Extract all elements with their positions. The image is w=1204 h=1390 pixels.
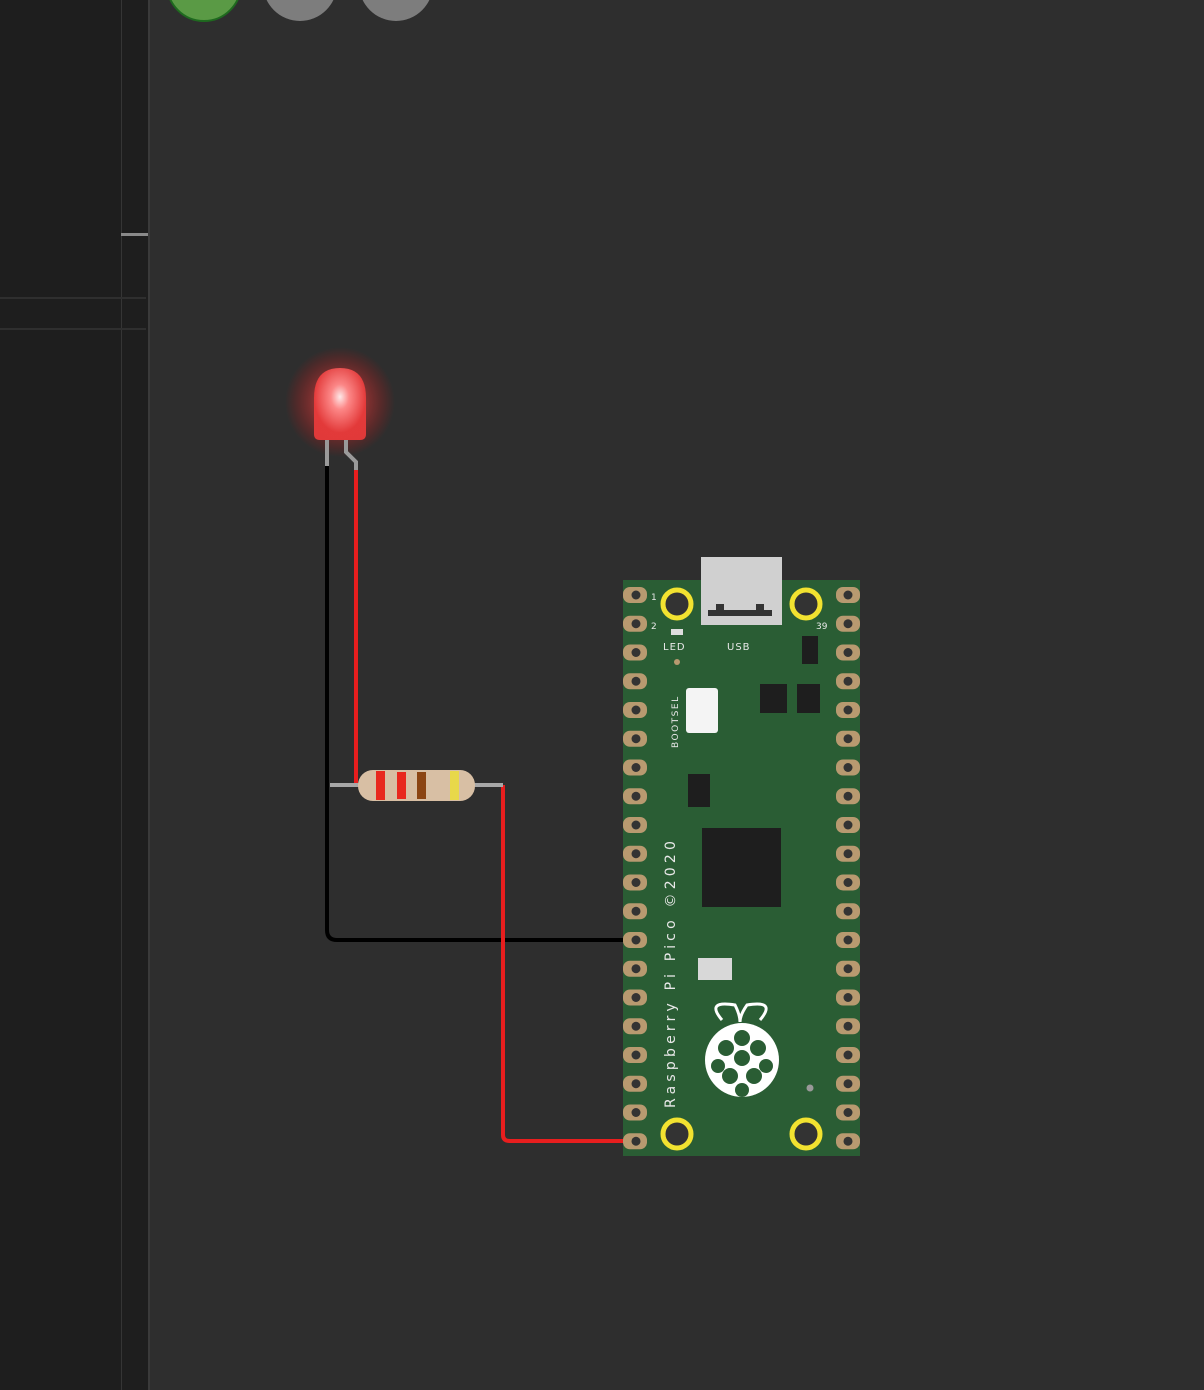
pin-hole bbox=[631, 619, 641, 629]
pin-hole bbox=[843, 878, 853, 887]
wire-red[interactable] bbox=[330, 470, 642, 1143]
pin-hole bbox=[843, 676, 853, 686]
resistor[interactable] bbox=[330, 770, 503, 801]
board-silk-text: Raspberry Pi Pico ©2020 bbox=[663, 837, 679, 1108]
pin-hole bbox=[631, 820, 641, 830]
pin-hole bbox=[843, 590, 853, 600]
bootsel-button[interactable] bbox=[686, 688, 718, 733]
divider bbox=[0, 297, 146, 299]
left-panel bbox=[0, 0, 150, 1390]
pin-hole bbox=[631, 734, 641, 744]
pin-hole bbox=[631, 1050, 641, 1060]
run-button[interactable] bbox=[167, 0, 241, 22]
pin-hole bbox=[631, 849, 641, 859]
raspberry-pi-logo bbox=[705, 1002, 779, 1097]
pin-hole bbox=[843, 1079, 853, 1089]
pin-hole bbox=[843, 1108, 853, 1117]
pin-2-label: 2 bbox=[651, 622, 657, 632]
pin-hole bbox=[843, 849, 853, 859]
pin-hole bbox=[631, 763, 641, 772]
raspberry-pi-pico[interactable]: 1 2 39 LED USB BOOTSEL Raspberry Pi Pico… bbox=[623, 557, 860, 1156]
onboard-led bbox=[671, 629, 683, 635]
rp2040-chip bbox=[702, 828, 781, 907]
pin-hole bbox=[631, 1136, 641, 1146]
pin-hole bbox=[631, 935, 641, 945]
pin-hole bbox=[843, 705, 853, 715]
led-label: LED bbox=[663, 642, 686, 653]
pin-hole bbox=[843, 648, 853, 657]
led[interactable] bbox=[285, 347, 395, 470]
pin-hole bbox=[843, 993, 853, 1002]
pin-hole bbox=[843, 791, 853, 801]
pin-hole bbox=[843, 820, 853, 830]
pin-hole bbox=[631, 993, 641, 1002]
pin-hole bbox=[843, 935, 853, 945]
control-button[interactable] bbox=[263, 0, 337, 21]
pin-hole bbox=[631, 590, 641, 600]
pin-hole bbox=[631, 705, 641, 715]
pin-hole bbox=[631, 1108, 641, 1117]
pin-hole bbox=[631, 676, 641, 686]
panel-divider bbox=[121, 0, 122, 1390]
pin-hole bbox=[631, 878, 641, 887]
usb-label: USB bbox=[727, 642, 751, 653]
pin-hole bbox=[631, 1021, 641, 1031]
pin-hole bbox=[843, 964, 853, 974]
pin-hole bbox=[843, 1021, 853, 1031]
pin-hole bbox=[843, 1050, 853, 1060]
pin-hole bbox=[631, 964, 641, 974]
control-button[interactable] bbox=[359, 0, 433, 21]
pin-hole bbox=[843, 1136, 853, 1146]
pin-39-label: 39 bbox=[816, 622, 828, 632]
pin-hole bbox=[631, 648, 641, 657]
divider bbox=[0, 328, 146, 330]
scrollbar[interactable] bbox=[121, 233, 148, 236]
pin-1-label: 1 bbox=[651, 593, 657, 603]
pin-hole bbox=[631, 1079, 641, 1089]
pin-hole bbox=[843, 734, 853, 744]
pin-hole bbox=[843, 619, 853, 629]
pin-hole bbox=[631, 906, 641, 916]
pin-hole bbox=[631, 791, 641, 801]
pin-hole bbox=[843, 763, 853, 772]
pin-hole bbox=[843, 906, 853, 916]
bootsel-label: BOOTSEL bbox=[671, 695, 681, 748]
wire-black[interactable] bbox=[325, 465, 642, 942]
